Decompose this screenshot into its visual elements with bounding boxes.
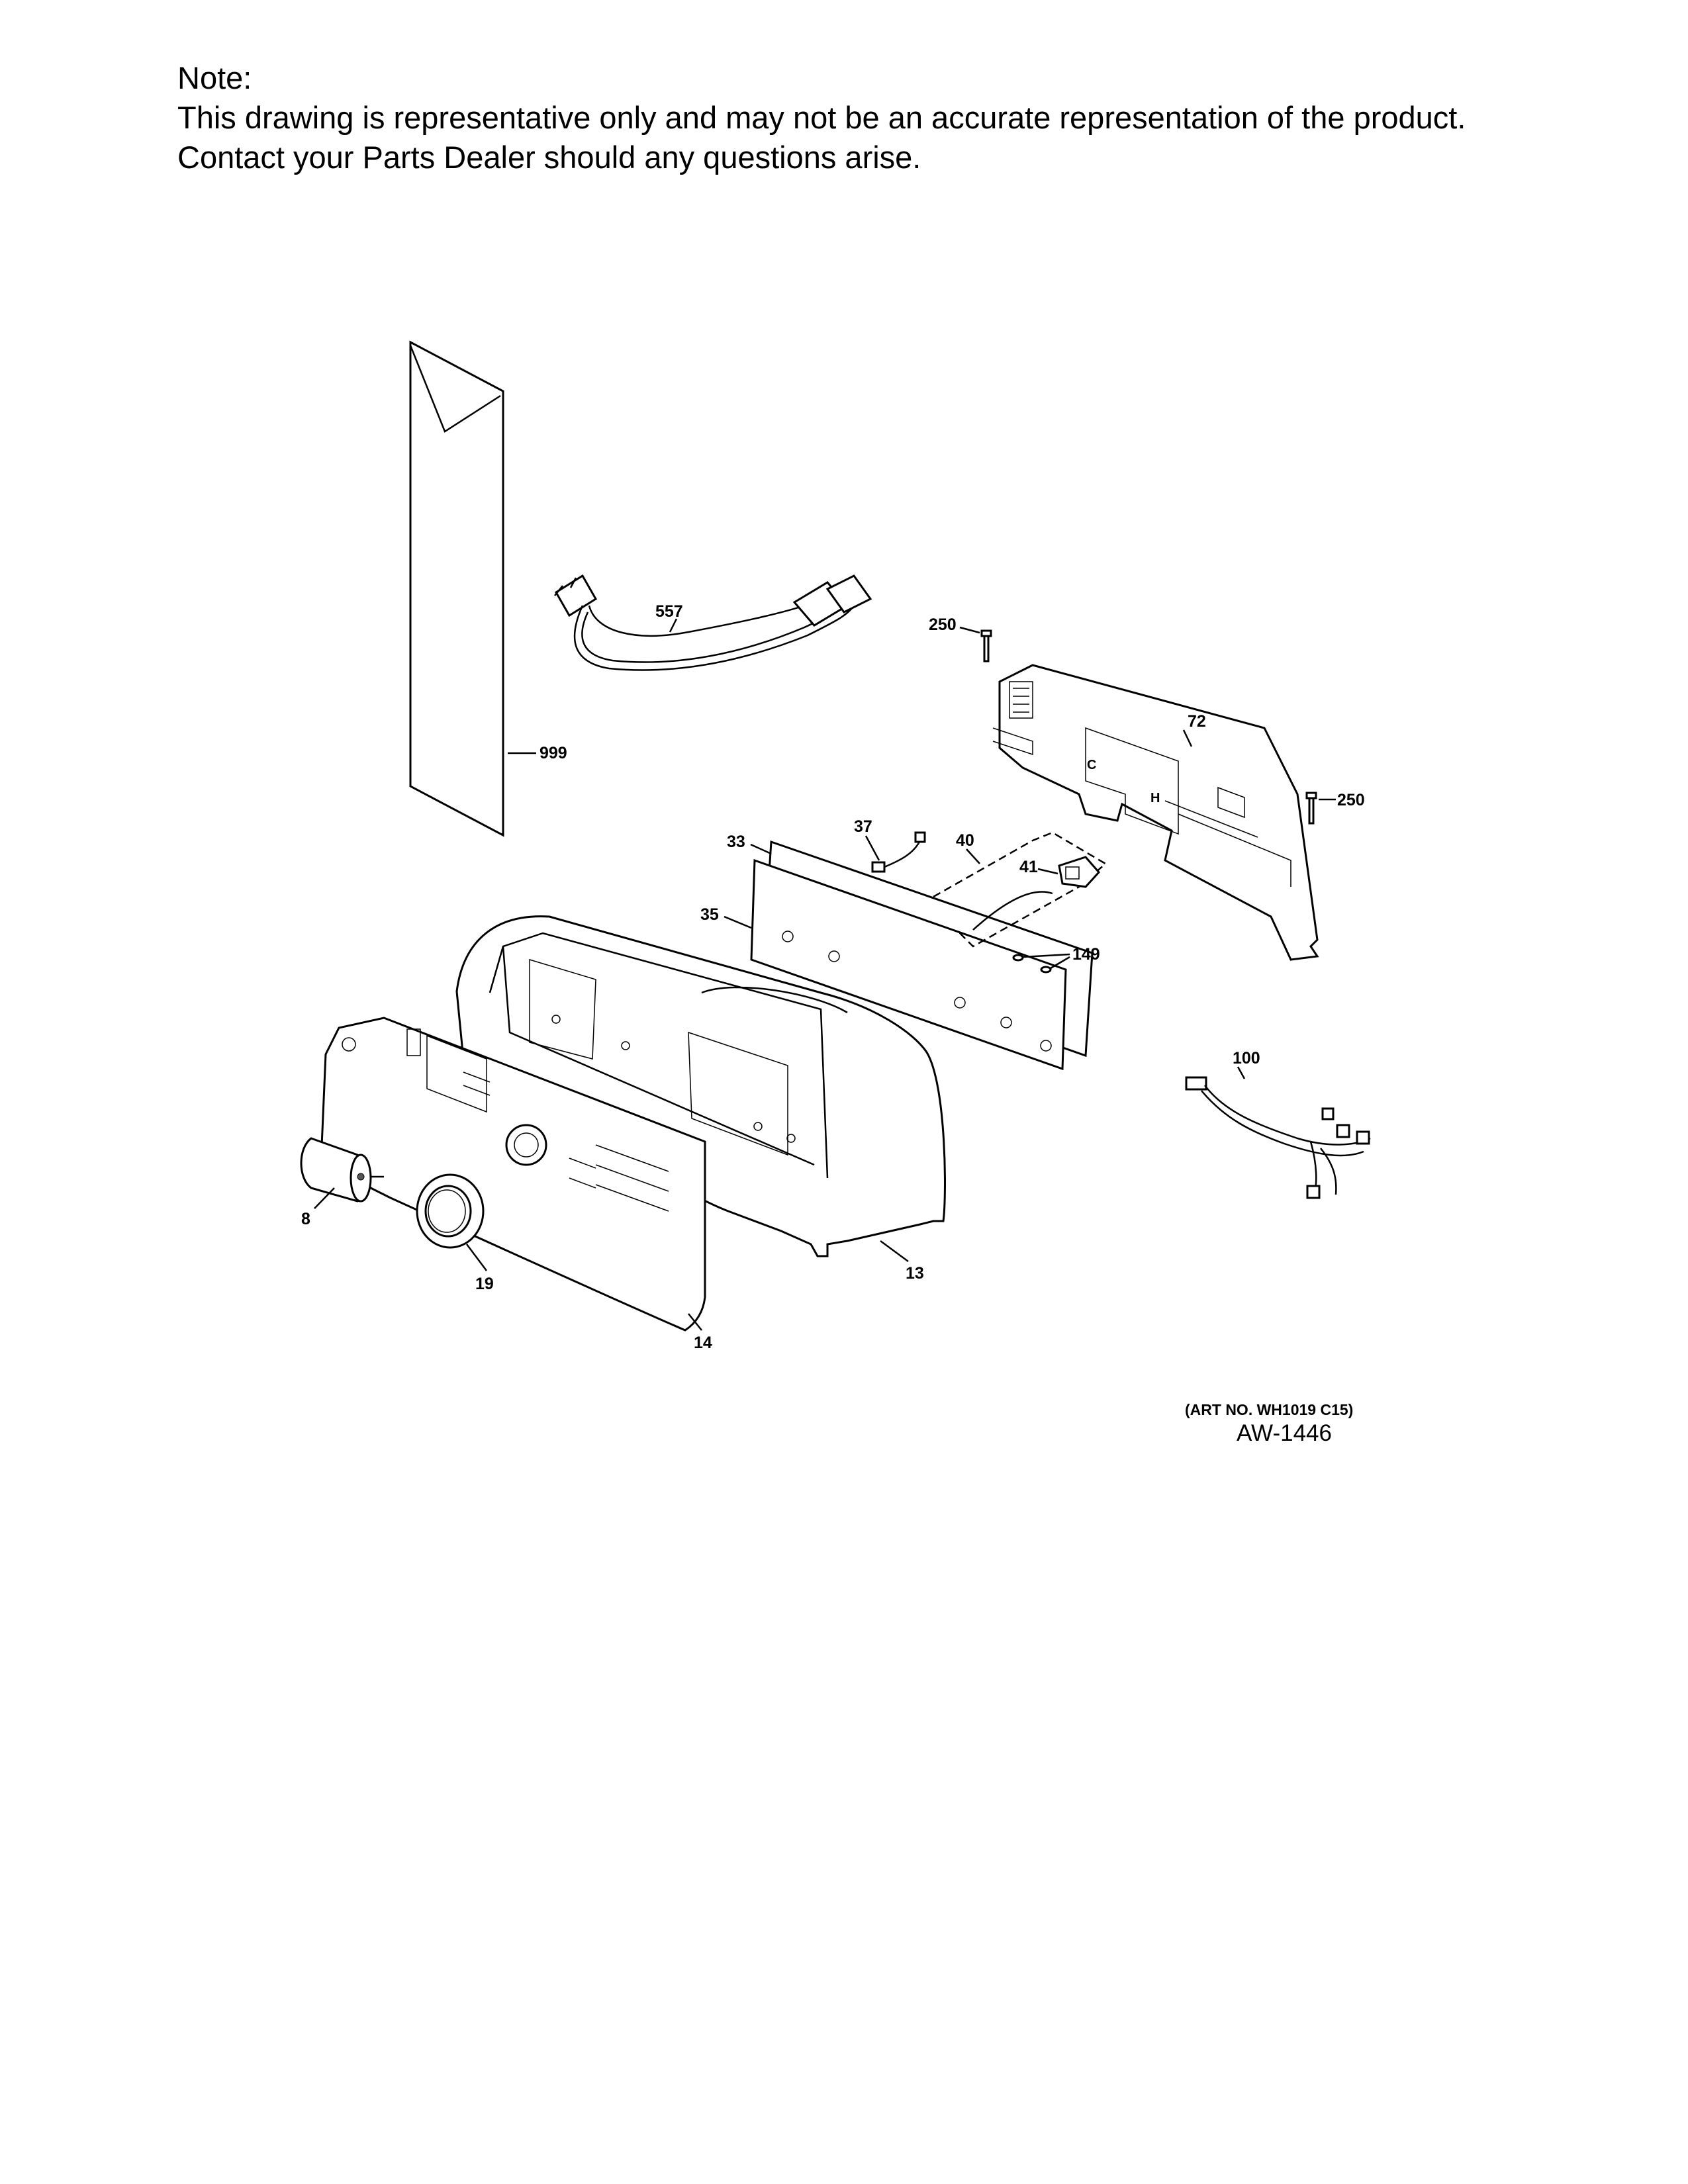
aw-code: AW-1446 — [1237, 1420, 1332, 1446]
disclaimer-note: Note: This drawing is representative onl… — [177, 58, 1634, 177]
leader-8 — [314, 1187, 335, 1209]
callout-35: 35 — [700, 905, 719, 924]
screw-right — [1305, 792, 1317, 825]
leader-19 — [466, 1244, 487, 1271]
leader-41 — [1037, 868, 1058, 875]
callout-41: 41 — [1019, 858, 1038, 876]
callout-13: 13 — [906, 1264, 924, 1283]
note-line-2: Contact your Parts Dealer should any que… — [177, 140, 921, 175]
leader-100 — [1237, 1066, 1246, 1079]
leader-37 — [865, 835, 880, 861]
art-number: (ART NO. WH1019 C15) — [1185, 1401, 1354, 1418]
leader-35 — [724, 915, 752, 929]
svg-text:H: H — [1150, 791, 1160, 805]
leader-33 — [750, 843, 772, 855]
leader-557 — [669, 618, 678, 633]
cable-37 — [871, 831, 926, 873]
note-heading: Note: — [177, 60, 252, 95]
svg-text:C: C — [1087, 758, 1096, 772]
leader-40 — [966, 848, 980, 864]
back-panel: C H — [992, 664, 1319, 961]
leader-13 — [880, 1240, 909, 1263]
callout-100: 100 — [1233, 1049, 1260, 1068]
callout-557: 557 — [655, 602, 683, 621]
callout-999: 999 — [539, 744, 567, 762]
cable-40 — [933, 831, 1107, 948]
wire-harness — [1185, 1076, 1371, 1199]
knob-ring — [416, 1173, 485, 1249]
callout-33: 33 — [727, 833, 745, 851]
screw-top — [980, 629, 992, 662]
leader-149-a — [1022, 953, 1070, 958]
leader-72 — [1182, 729, 1193, 747]
callout-37: 37 — [854, 817, 872, 836]
callout-250-right: 250 — [1337, 791, 1365, 809]
callout-40: 40 — [956, 831, 974, 850]
leader-14 — [688, 1313, 702, 1331]
note-line-1: This drawing is representative only and … — [177, 100, 1466, 135]
connector-41 — [1058, 856, 1101, 888]
callout-149: 149 — [1072, 945, 1100, 964]
callout-250-top: 250 — [929, 615, 957, 634]
leader-149-b — [1050, 956, 1070, 970]
leader-250-top — [959, 626, 980, 634]
callout-19: 19 — [475, 1275, 494, 1293]
power-cord — [554, 574, 872, 671]
callout-72: 72 — [1188, 712, 1206, 731]
knob — [300, 1137, 384, 1203]
callout-8: 8 — [301, 1210, 310, 1228]
callout-14: 14 — [694, 1334, 712, 1352]
literature-envelope — [409, 340, 504, 837]
screws-149 — [1012, 954, 1052, 974]
